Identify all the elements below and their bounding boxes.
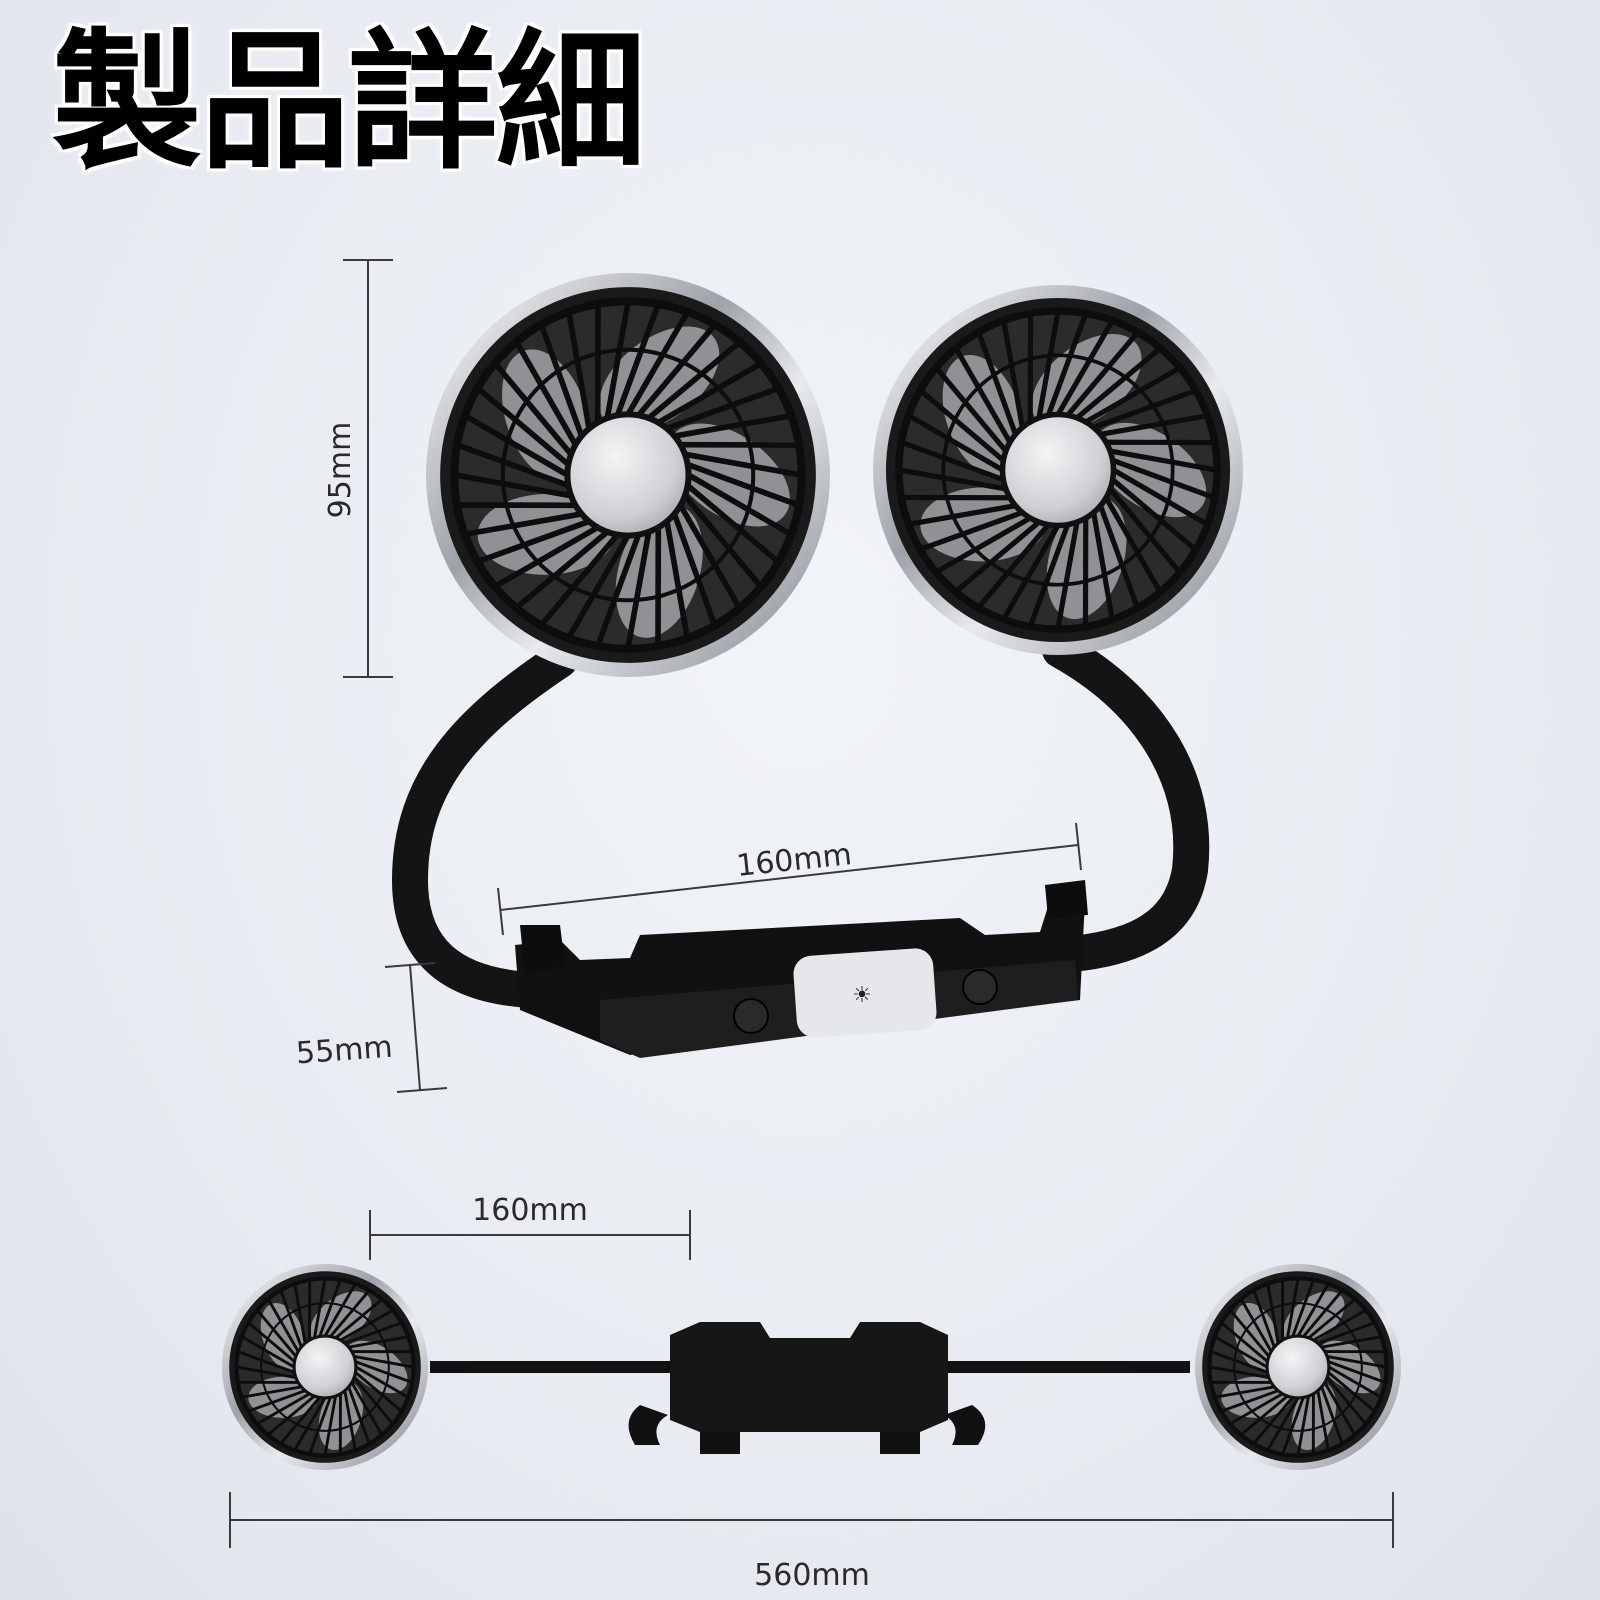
light-button-panel [793,948,937,1038]
page-title: 製品詳細 [52,16,646,190]
control-base: ☀ [515,880,1088,1058]
left-fan-head [426,273,830,677]
right-fan-head [873,285,1243,655]
extended-left-fan [222,1264,428,1470]
left-gooseneck [391,642,578,1008]
dim-total-length: 560mm [754,1558,870,1593]
extended-base [628,1322,986,1454]
dim-base-width: 160mm [735,837,854,884]
dim-fan-spacing: 160mm [472,1193,588,1228]
dimension-lines [229,259,1394,1548]
dim-fan-height: 95mm [323,422,358,519]
right-power-button [962,969,998,1005]
dim-base-height: 55mm [295,1030,394,1072]
extended-right-fan [1195,1264,1401,1470]
right-gooseneck [1042,632,1210,973]
light-icon: ☀ [852,983,872,1008]
left-power-button [733,998,769,1034]
